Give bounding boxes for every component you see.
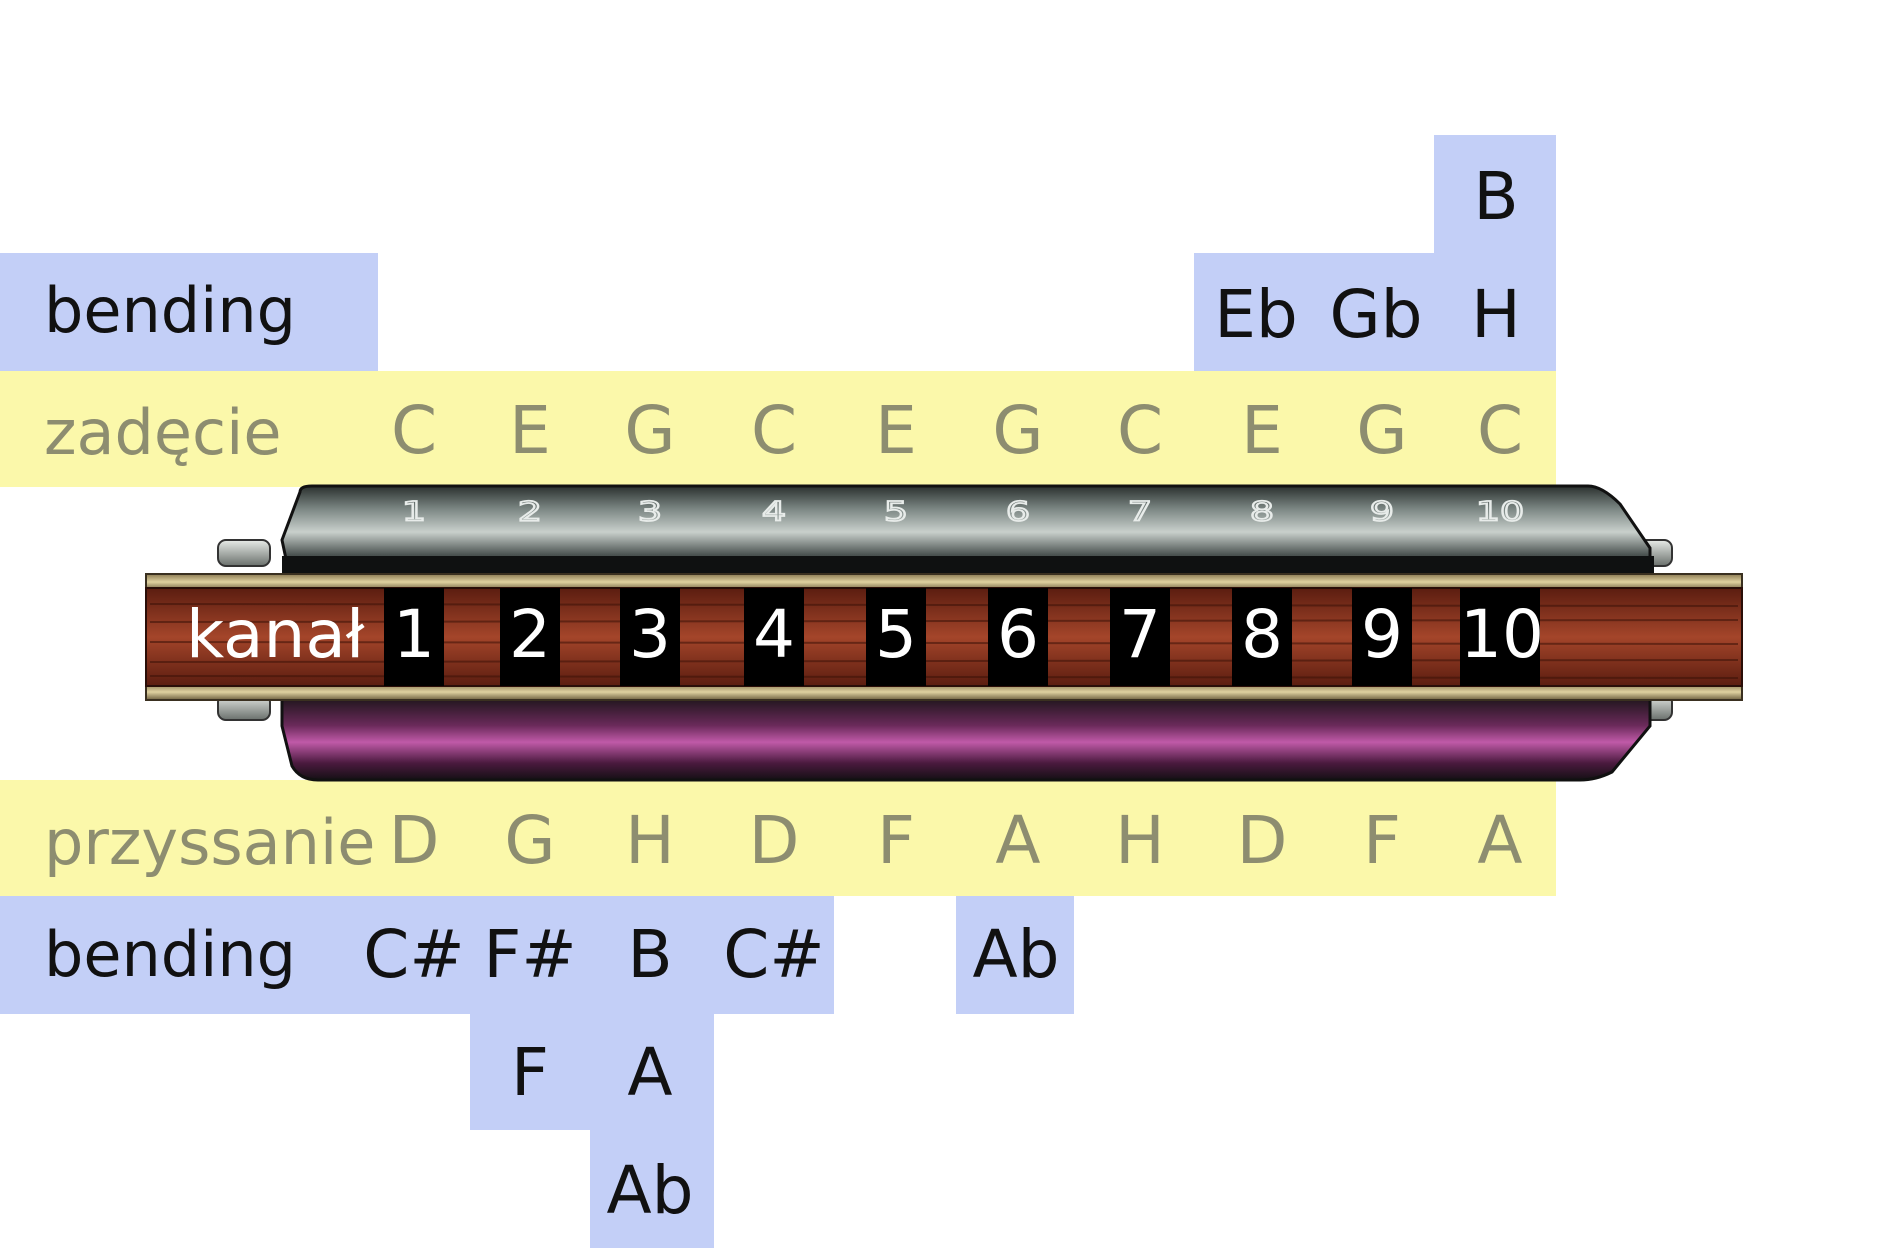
channel-hole-9	[1352, 588, 1412, 686]
draw-bending-block-ch1-4	[0, 896, 834, 1014]
bottom-cover-plate	[280, 694, 1652, 782]
blow-note-ch7: C	[1116, 392, 1164, 469]
channel-hole-1	[384, 588, 444, 686]
engraved-number-6: 6	[1006, 496, 1030, 527]
engraved-number-1: 1	[402, 496, 426, 527]
blow-note-ch6: G	[992, 392, 1044, 469]
blow-bend-ch10-half-step: H	[1471, 276, 1521, 353]
channel-number-2: 2	[509, 596, 551, 673]
blow-note-ch3: G	[624, 392, 676, 469]
draw-bending-block-ch2-3	[470, 1014, 714, 1130]
channel-number-5: 5	[875, 596, 917, 673]
draw-note-ch1: D	[388, 802, 440, 879]
draw-note-ch10: A	[1477, 802, 1523, 879]
engraved-number-5: 5	[884, 496, 908, 527]
engraved-number-7: 7	[1128, 496, 1152, 527]
blow-bend-ch8: Eb	[1214, 276, 1298, 353]
blow-bending-block-ch8-10	[1194, 253, 1556, 371]
channel-hole-7	[1110, 588, 1170, 686]
draw-note-ch5: F	[877, 802, 915, 879]
blow-note-ch10: C	[1476, 392, 1524, 469]
channel-hole-5	[866, 588, 926, 686]
channel-label: kanał	[186, 596, 365, 673]
channel-hole-8	[1232, 588, 1292, 686]
blow-bend-ch10-whole-step: B	[1473, 158, 1519, 235]
channel-number-6: 6	[997, 596, 1039, 673]
blow-note-ch1: C	[390, 392, 438, 469]
draw-note-ch6: A	[995, 802, 1041, 879]
blow-bending-label: bending	[44, 274, 297, 347]
engraved-number-2: 2	[518, 496, 542, 527]
engraved-number-10: 10	[1476, 496, 1524, 527]
draw-bend-ch6: Ab	[972, 916, 1060, 993]
channel-number-7: 7	[1119, 596, 1161, 673]
draw-bending-block-ch6	[956, 896, 1074, 1014]
engraved-number-3: 3	[638, 496, 662, 527]
draw-bend-ch1: C#	[363, 916, 465, 993]
reed-plate-engraving: 1 2 3 4 5 6 7 8 9 10	[401, 495, 1525, 528]
blow-note-ch5: E	[875, 392, 917, 469]
blow-bending-block-ch10-top	[1434, 135, 1556, 255]
draw-note-ch3: H	[625, 802, 675, 879]
engraved-number-4: 4	[762, 496, 786, 527]
draw-note-ch7: H	[1115, 802, 1165, 879]
draw-note-ch2: G	[504, 802, 556, 879]
channel-number-8: 8	[1241, 596, 1283, 673]
draw-note-ch9: F	[1363, 802, 1401, 879]
draw-bend-ch3-half-step: B	[627, 916, 673, 993]
draw-row-band	[0, 780, 1556, 896]
blow-bending-label-block	[0, 253, 378, 371]
channel-hole-6	[988, 588, 1048, 686]
draw-bend-ch4: C#	[723, 916, 825, 993]
channel-number-9: 9	[1361, 596, 1403, 673]
draw-label: przyssanie	[44, 806, 376, 879]
channel-number-3: 3	[629, 596, 671, 673]
blow-note-ch8: E	[1241, 392, 1283, 469]
blow-row-band	[0, 371, 1556, 487]
draw-bend-ch3-whole-step: A	[627, 1034, 673, 1111]
blow-bend-ch9: Gb	[1329, 276, 1423, 353]
draw-bending-label: bending	[44, 918, 297, 991]
channel-holes	[384, 588, 1540, 686]
channel-hole-3	[620, 588, 680, 686]
channel-number-4: 4	[753, 596, 795, 673]
blow-note-ch4: C	[750, 392, 798, 469]
engraved-number-8: 8	[1250, 496, 1274, 527]
engraved-number-9: 9	[1370, 496, 1394, 527]
channel-hole-4	[744, 588, 804, 686]
draw-note-ch4: D	[748, 802, 800, 879]
channel-number-1: 1	[393, 596, 435, 673]
top-cover-plate	[280, 484, 1652, 580]
blow-note-ch9: G	[1356, 392, 1408, 469]
channel-hole-10	[1460, 588, 1540, 686]
blow-label: zadęcie	[44, 396, 282, 469]
channel-number-10: 10	[1460, 596, 1544, 673]
blow-note-ch2: E	[509, 392, 551, 469]
channel-hole-2	[500, 588, 560, 686]
draw-bend-ch2-half-step: F#	[483, 916, 577, 993]
draw-note-ch8: D	[1236, 802, 1288, 879]
draw-bending-block-ch3	[590, 1130, 714, 1248]
draw-bend-ch2-whole-step: F	[511, 1034, 549, 1111]
draw-bend-ch3-step-and-half: Ab	[606, 1152, 694, 1229]
